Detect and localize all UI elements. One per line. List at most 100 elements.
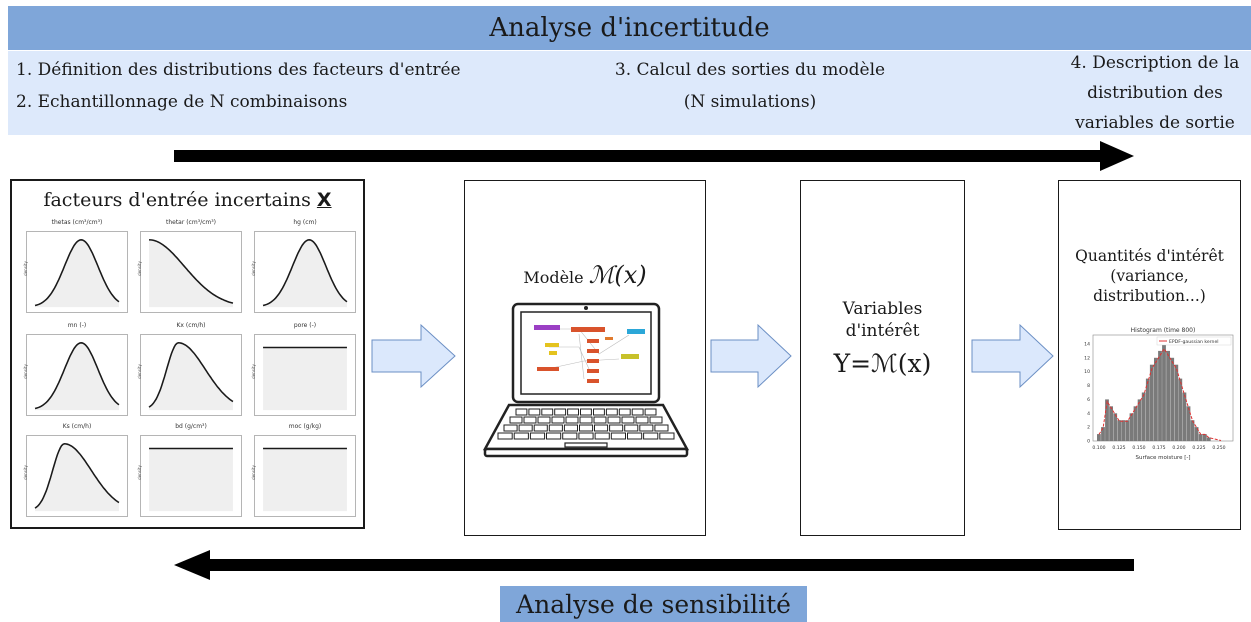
variables-equation: Y=ℳ(x) xyxy=(833,349,932,378)
histogram-ytick: 8 xyxy=(1087,383,1090,389)
step-3-line2: (N simulations) xyxy=(683,92,817,112)
distribution-plot-title: thetar (cm³/cm³) xyxy=(165,219,217,226)
distribution-curve xyxy=(148,342,234,411)
distribution-plot-title: pore (-) xyxy=(293,322,317,329)
histogram-bar xyxy=(1166,350,1170,441)
distribution-curve xyxy=(263,346,347,411)
histogram-bar xyxy=(1129,413,1134,441)
histogram-bar xyxy=(1141,392,1146,441)
title-bar: Analyse d'incertitude xyxy=(8,6,1251,50)
histogram-bar xyxy=(1202,434,1207,441)
histogram-xtick: 0.100 xyxy=(1092,445,1105,451)
step-4-line3: variables de sortie xyxy=(1075,113,1235,133)
input-vector-symbol: X xyxy=(316,189,332,211)
model-label-row: Modèle ℳ(x) xyxy=(465,261,705,289)
step-3-line1: 3. Calcul des sorties du modèle xyxy=(614,60,886,80)
histogram-bar xyxy=(1149,364,1154,441)
histogram-xtick: 0.175 xyxy=(1152,445,1165,451)
step-4-line2: distribution des xyxy=(1087,83,1223,103)
forward-arrow xyxy=(174,141,1134,171)
histogram-title: Histogram (time 800) xyxy=(1131,327,1196,334)
block-arrow-2 xyxy=(710,323,792,389)
model-panel: Modèle ℳ(x) xyxy=(464,180,706,536)
kde-curve xyxy=(1098,347,1222,441)
histogram-ytick: 10 xyxy=(1084,369,1090,375)
distribution-plot-title: hg (cm) xyxy=(293,219,317,226)
histogram-bar xyxy=(1113,413,1118,441)
input-factors-panel: facteurs d'entrée incertains X thetas (c… xyxy=(10,179,365,529)
histogram-legend: EPDF-gaussian kernel xyxy=(1156,336,1232,346)
histogram-xtick: 0.125 xyxy=(1112,445,1125,451)
step-2: 2. Echantillonnage de N combinaisons xyxy=(16,92,348,112)
model-label: Modèle xyxy=(523,268,584,287)
histogram-ytick: 4 xyxy=(1087,411,1090,417)
quantities-panel: Quantités d'intérêt (variance, distribut… xyxy=(1058,180,1241,530)
histogram-bar xyxy=(1105,399,1109,441)
step-4-line1: 4. Description de la xyxy=(1070,53,1240,73)
distribution-plot-title: moc (g/kg) xyxy=(288,423,322,430)
distribution-curve xyxy=(34,443,120,512)
quantities-line2: (variance, xyxy=(1110,267,1189,285)
diagram-title: Analyse d'incertitude xyxy=(489,13,770,43)
distribution-curve xyxy=(262,239,348,308)
step-1: 1. Définition des distributions des fact… xyxy=(16,60,461,80)
model-symbol: ℳ(x) xyxy=(588,261,647,289)
histogram-xtick: 0.150 xyxy=(1132,445,1145,451)
variables-line2: d'intérêt xyxy=(845,321,920,341)
histogram-bar xyxy=(1182,392,1187,441)
histogram-xtick: 0.250 xyxy=(1212,445,1225,451)
variables-line1: Variables xyxy=(842,299,923,319)
histogram-bar xyxy=(1206,437,1211,441)
histogram-bar xyxy=(1198,434,1203,441)
histogram-bar xyxy=(1190,420,1195,441)
quantities-line3: distribution...) xyxy=(1093,287,1206,305)
histogram-bar xyxy=(1145,378,1150,441)
histogram-bar xyxy=(1101,427,1105,441)
histogram-bar xyxy=(1158,350,1162,441)
distribution-plot: thetar (cm³/cm³)density xyxy=(137,219,242,313)
backward-arrow xyxy=(174,550,1134,580)
steps-band: 1. Définition des distributions des fact… xyxy=(8,51,1251,135)
distribution-plot: hg (cm)density xyxy=(251,219,356,313)
distribution-plot: thetas (cm³/cm³)density xyxy=(23,219,128,313)
histogram-bar xyxy=(1170,357,1175,441)
distribution-plot: Kx (cm/h)density xyxy=(137,322,242,416)
histogram-bar xyxy=(1133,406,1138,441)
distribution-plot: bd (g/cm³)density xyxy=(137,423,242,517)
distribution-curve xyxy=(149,447,233,512)
histogram-ytick: 6 xyxy=(1087,397,1090,403)
laptop-icon xyxy=(482,302,690,458)
distribution-plot-title: Ks (cm/h) xyxy=(62,423,92,430)
distribution-plot-title: mn (-) xyxy=(67,322,87,329)
legend-label: EPDF-gaussian kernel xyxy=(1169,339,1219,345)
distribution-plot: mn (-)density xyxy=(23,322,128,416)
block-arrow-3 xyxy=(971,323,1054,389)
sensitivity-label-box: Analyse de sensibilité xyxy=(500,586,807,622)
distribution-plot: Ks (cm/h)density xyxy=(23,423,128,517)
distribution-plot-title: thetas (cm³/cm³) xyxy=(51,219,103,226)
histogram-xtick: 0.200 xyxy=(1172,445,1185,451)
histogram-bar xyxy=(1121,420,1126,441)
sensitivity-label: Analyse de sensibilité xyxy=(516,589,791,619)
distribution-plot-title: bd (g/cm³) xyxy=(175,423,207,430)
histogram-bar xyxy=(1178,378,1183,441)
distribution-curve xyxy=(34,342,120,411)
histogram-bar xyxy=(1162,343,1166,441)
variables-panel: Variables d'intérêt Y=ℳ(x) xyxy=(800,180,965,536)
histogram-ytick: 12 xyxy=(1084,355,1090,361)
block-arrow-1 xyxy=(371,323,456,389)
distribution-plot: pore (-)density xyxy=(251,322,356,416)
output-histogram: Histogram (time 800) EPDF-gaussian kerne… xyxy=(1084,327,1234,461)
input-panel-title-text: facteurs d'entrée incertains xyxy=(43,189,311,211)
histogram-bar xyxy=(1154,357,1158,441)
histogram-ytick: 14 xyxy=(1084,341,1090,347)
input-panel-title: facteurs d'entrée incertains X xyxy=(12,189,363,211)
histogram-bar xyxy=(1097,434,1101,441)
distribution-curve xyxy=(34,239,120,308)
distribution-curve xyxy=(148,239,234,308)
quantities-line1: Quantités d'intérêt xyxy=(1075,247,1224,265)
